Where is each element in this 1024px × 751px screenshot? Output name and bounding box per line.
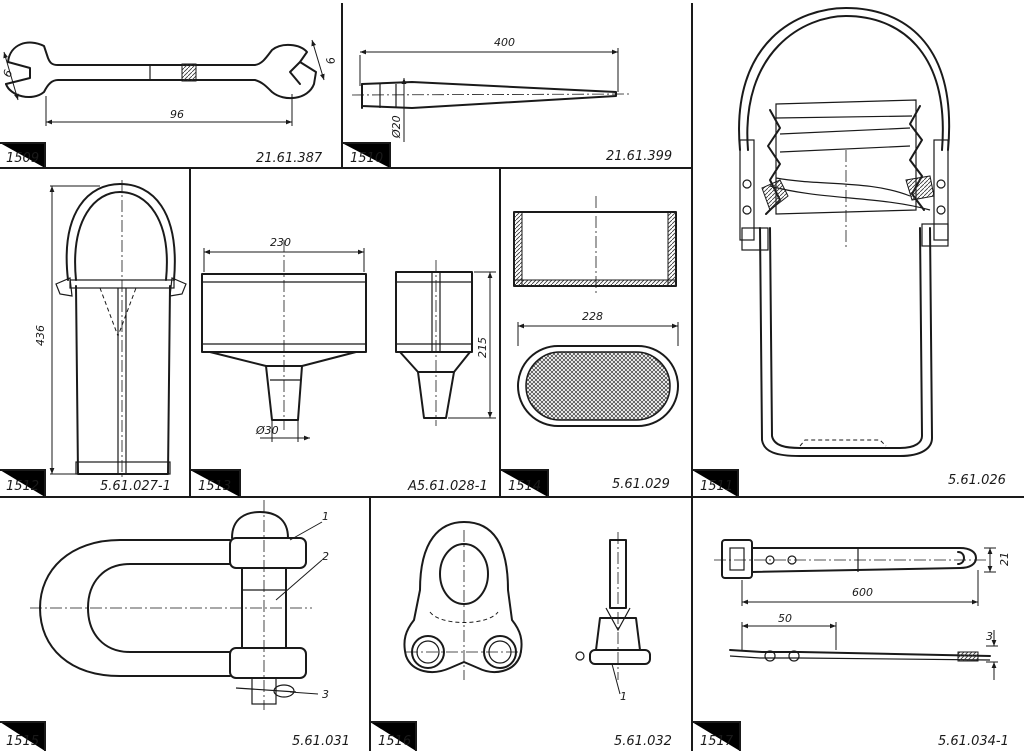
dim-1517-offset: 50	[778, 612, 792, 625]
callout-1515-2: 2	[322, 550, 329, 563]
panel-number-1517: 1517	[700, 734, 734, 749]
panel-code-1516: 5.61.032	[614, 734, 672, 749]
figure-1513-funnel: 230 Ø30 215	[201, 236, 496, 442]
panel-labels: 1509 21.61.387 1510 21.61.399 1511 5.61.…	[6, 149, 1009, 749]
panel-code-1517: 5.61.034-1	[938, 734, 1009, 749]
figure-1510-rod: 400 Ø20	[351, 36, 633, 142]
panel-code-1513: A5.61.028-1	[407, 479, 488, 494]
panel-number-1510: 1510	[350, 151, 383, 166]
panel-number-1511: 1511	[700, 479, 733, 494]
dim-1513-height: 215	[476, 337, 489, 358]
dim-1510-length: 400	[494, 36, 515, 49]
callout-1516-1: 1	[620, 690, 627, 703]
panel-number-1514: 1514	[508, 479, 541, 494]
panel-number-1509: 1509	[6, 151, 39, 166]
dim-1513-width: 230	[270, 236, 291, 249]
panel-number-1515: 1515	[6, 734, 39, 749]
panel-code-1512: 5.61.027-1	[100, 479, 171, 494]
figure-1509-wrench: 96 6 9	[1, 39, 337, 126]
dim-1509-jaw-b: 9	[323, 56, 337, 65]
panel-code-1510: 21.61.399	[606, 149, 672, 164]
figure-1516-link: 1	[403, 521, 651, 703]
panel-code-1511: 5.61.026	[948, 473, 1006, 488]
figure-1514-strainer: 228	[513, 196, 679, 427]
panel-number-1512: 1512	[6, 479, 39, 494]
dim-1517-length: 600	[852, 586, 873, 599]
figure-1517-strap: 21 600 50 3	[714, 539, 1011, 680]
figure-1515-shackle: 1 2 3	[30, 500, 329, 710]
panel-grid	[0, 3, 1024, 751]
callout-1515-3: 3	[322, 688, 329, 701]
panel-number-1516: 1516	[378, 734, 411, 749]
figure-1511-bucket	[738, 7, 951, 457]
panel-code-1509: 21.61.387	[256, 151, 323, 166]
panel-number-1513: 1513	[198, 479, 231, 494]
dim-1514-length: 228	[582, 310, 603, 323]
panel-code-1514: 5.61.029	[612, 477, 670, 492]
dim-1510-diameter: Ø20	[390, 115, 403, 139]
dim-1509-jaw-a: 6	[1, 68, 16, 79]
dim-1513-spout: Ø30	[255, 424, 279, 437]
callout-1515-1: 1	[322, 510, 329, 523]
dim-1509-length: 96	[170, 108, 184, 121]
dim-1517-width: 21	[998, 552, 1011, 566]
panel-code-1515: 5.61.031	[292, 734, 350, 749]
dim-1517-thickness: 3	[986, 630, 993, 643]
figure-1512-can: 436	[34, 180, 187, 480]
dim-1512-height: 436	[34, 325, 47, 346]
